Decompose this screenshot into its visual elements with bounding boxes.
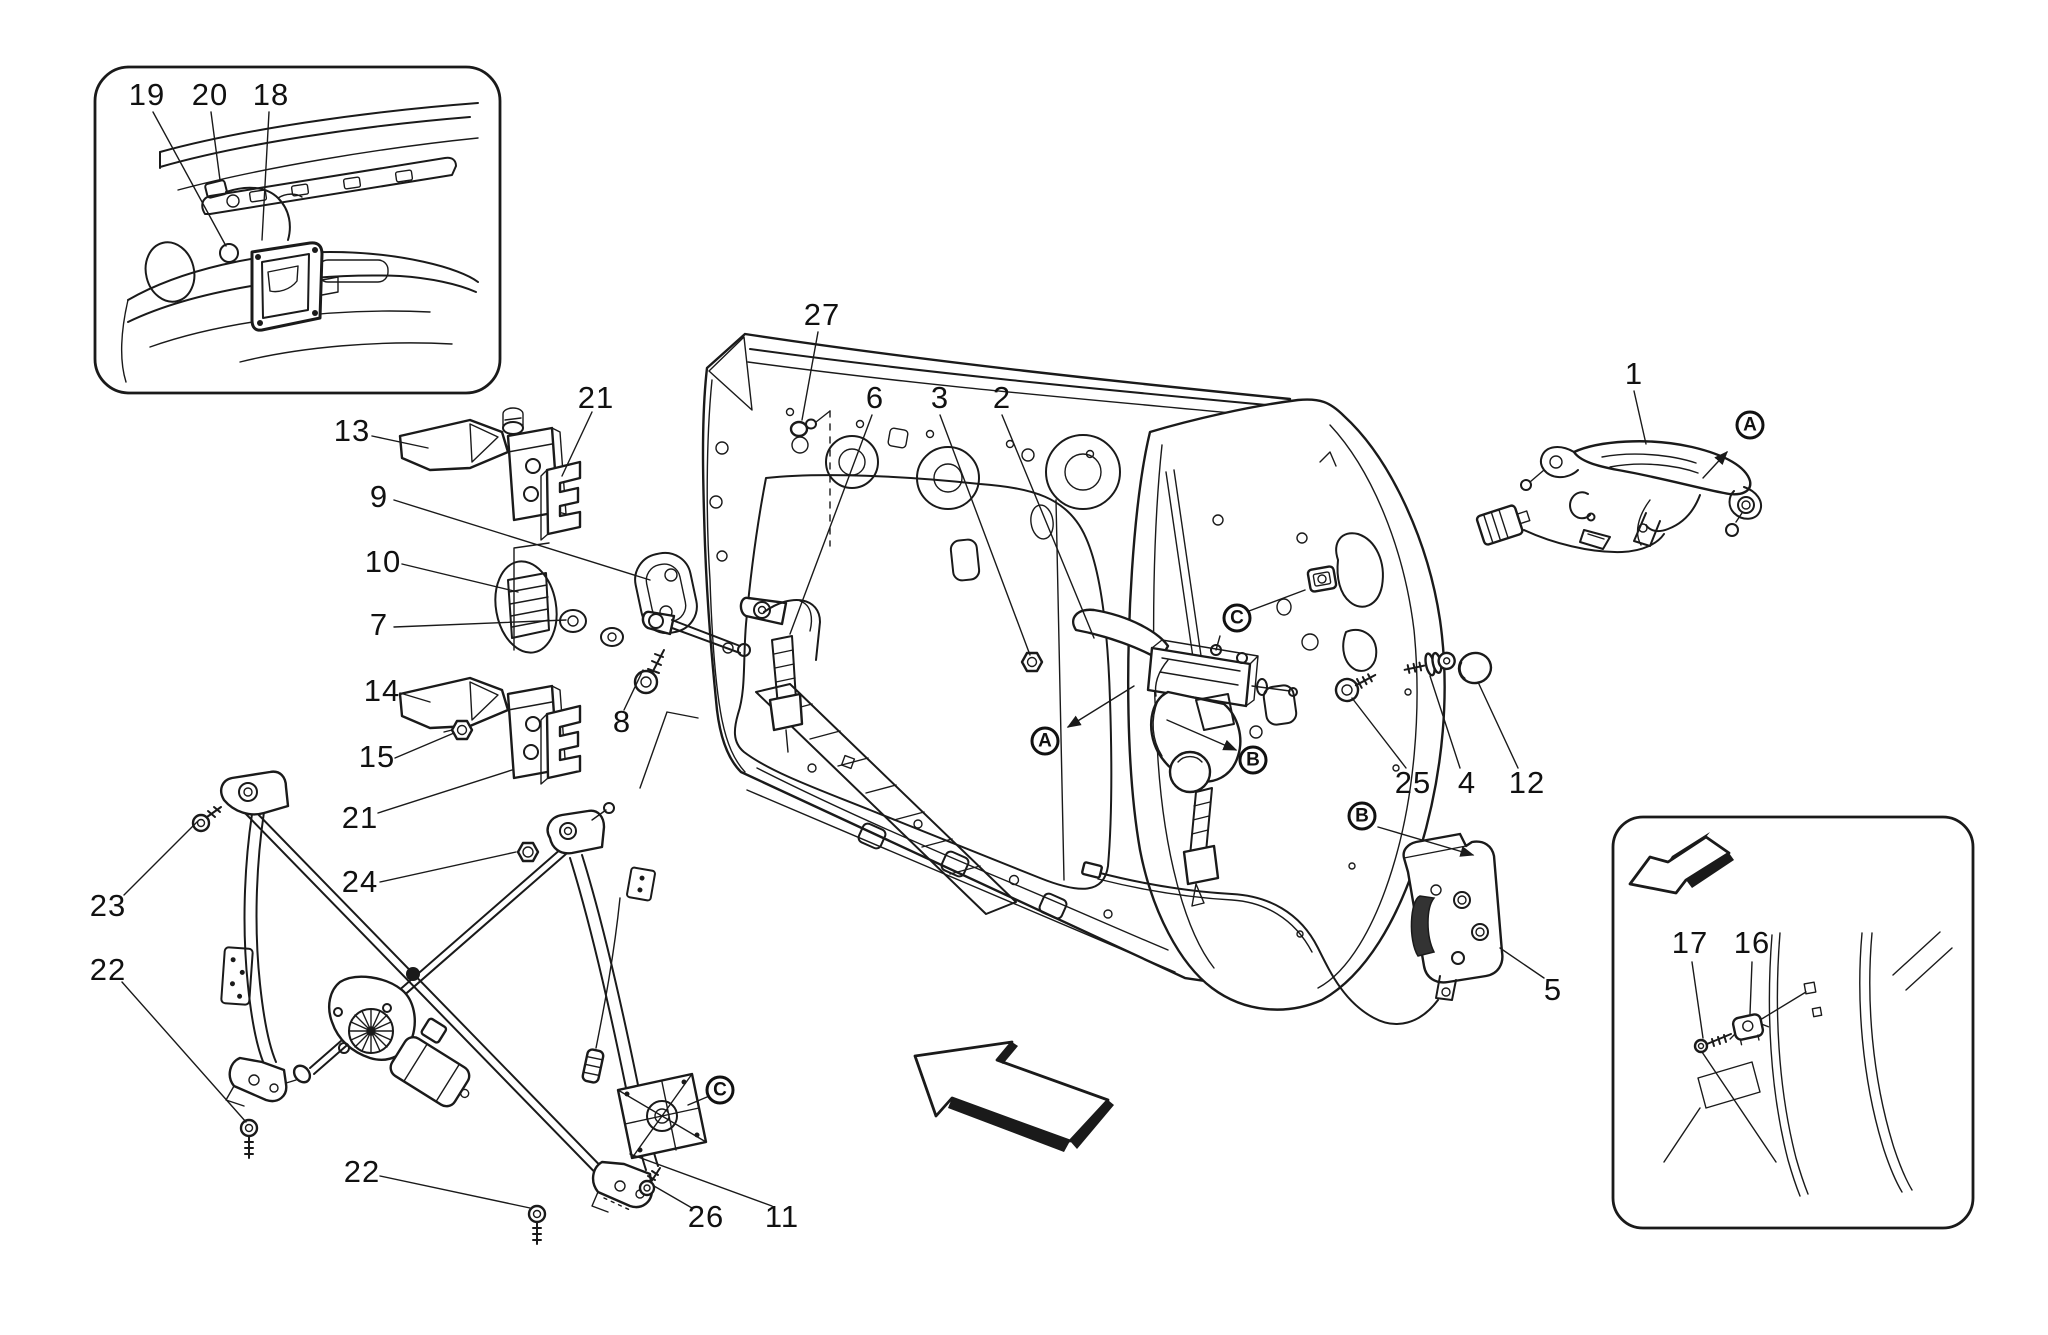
part-10-wedge-pad: [494, 560, 558, 654]
part-13-upper-hinge: [398, 407, 567, 522]
circlip: [1569, 491, 1591, 520]
part-24-nut: [516, 841, 540, 863]
callout-21-lower: 21: [341, 800, 379, 835]
part-21-retainer-clip-lower: [540, 704, 582, 785]
callout-18: 18: [252, 77, 290, 112]
part-15-nut: [443, 719, 474, 741]
reference-elbow-mid: [639, 711, 699, 789]
part-2-interior-handle-mechanism: [1072, 608, 1298, 907]
callout-1: 1: [1624, 356, 1644, 391]
callout-3: 3: [930, 380, 950, 415]
part-17-bolt: [1693, 1033, 1732, 1054]
left-foot-bracket: [228, 1056, 288, 1103]
part-3-nut: [1020, 651, 1044, 673]
window-regulator: [191, 770, 708, 1245]
callout-21-upper: 21: [577, 380, 615, 415]
part-4-screw-washer: [1403, 651, 1456, 677]
callout-14: 14: [363, 673, 401, 708]
callout-12: 12: [1508, 765, 1546, 800]
part-1-exterior-handle: [1475, 440, 1762, 554]
badge-arrows: [1066, 450, 1728, 857]
callout-7: 7: [369, 607, 389, 642]
direction-arrow-main: [913, 1040, 1114, 1152]
badge-a-door: A: [1030, 726, 1060, 756]
badge-b-lock: B: [1347, 801, 1377, 831]
badge-c-door: C: [1222, 603, 1252, 633]
callout-6: 6: [865, 380, 885, 415]
part-5-door-lock: [1081, 832, 1504, 1025]
callout-24: 24: [341, 864, 379, 899]
part-19-clip: [219, 243, 239, 263]
callout-25: 25: [1394, 765, 1432, 800]
badge-a-handle: A: [1735, 410, 1765, 440]
callout-10: 10: [364, 544, 402, 579]
callout-19: 19: [128, 77, 166, 112]
direction-arrow-inset: [1628, 832, 1734, 895]
part-16-striker-nut: [1729, 1013, 1770, 1046]
callout-22-upper: 22: [89, 952, 127, 987]
part-23-screw: [191, 806, 222, 833]
part-21-retainer-clip-upper: [540, 460, 582, 541]
callout-26: 26: [687, 1199, 725, 1234]
callout-9: 9: [369, 479, 389, 514]
part-18-handle-frame: [250, 241, 339, 332]
callout-27: 27: [803, 297, 841, 332]
part-7-bushings: [559, 609, 624, 647]
leader-lines: [121, 111, 1753, 1209]
callout-4: 4: [1457, 765, 1477, 800]
callout-22-lower: 22: [343, 1154, 381, 1189]
part-14-lower-hinge: [398, 676, 567, 780]
callout-2: 2: [992, 380, 1012, 415]
part-26-screw: [638, 1167, 661, 1197]
badge-b-door: B: [1238, 745, 1268, 775]
part-6-door-check: [641, 596, 821, 753]
part-8-screw: [633, 649, 665, 695]
part-c-square-nut: [1306, 565, 1338, 593]
callout-23: 23: [89, 888, 127, 923]
callout-16: 16: [1733, 925, 1771, 960]
callout-17: 17: [1671, 925, 1709, 960]
part-27-screw: [789, 410, 831, 547]
badge-c-regulator: C: [705, 1075, 735, 1105]
regulator-motor: [328, 975, 471, 1108]
inset-striker-panel: [1611, 815, 1975, 1230]
part-12-plug: [1457, 651, 1493, 685]
left-upper-bracket: [220, 770, 290, 816]
callout-8: 8: [612, 704, 632, 739]
part-1-connector: [1475, 504, 1531, 546]
callout-13: 13: [333, 413, 371, 448]
part-20-cable: [204, 179, 303, 241]
regulator-mount-plate: [616, 1072, 708, 1160]
inset-door-trim-panel: [93, 65, 502, 395]
callout-20: 20: [191, 77, 229, 112]
callout-15: 15: [358, 739, 396, 774]
callout-5: 5: [1543, 972, 1563, 1007]
part-22-bolt-left: [239, 1118, 259, 1159]
part-22-bolt-right: [527, 1204, 547, 1245]
callout-11: 11: [764, 1199, 800, 1234]
part-25-screw: [1334, 673, 1377, 703]
